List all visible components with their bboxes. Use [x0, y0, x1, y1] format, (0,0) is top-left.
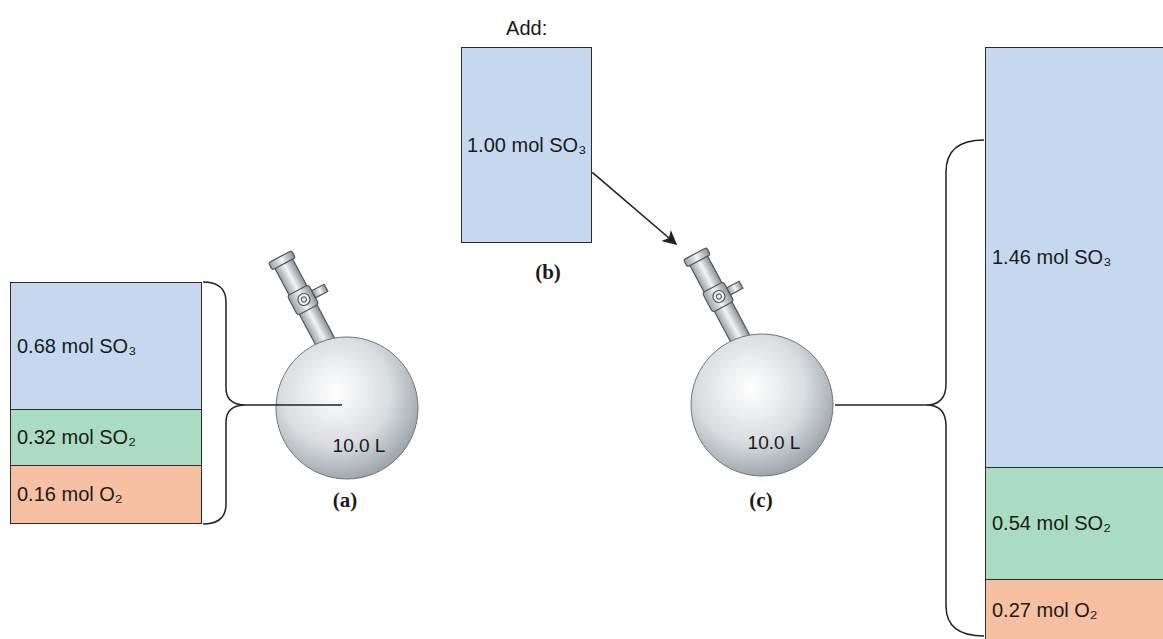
amount-text: 1.00 mol SO₃ [467, 134, 586, 157]
amount-text: 0.54 mol SO₂ [992, 512, 1111, 535]
amount-text: 1.46 mol SO₃ [992, 246, 1111, 269]
right-bracket [926, 140, 984, 636]
reaction-flask: 10.0 L [262, 222, 420, 480]
volume-text: 10.0 L [333, 435, 386, 457]
box-heading: Add: [462, 17, 591, 40]
right-leader-line [835, 404, 926, 406]
panel-label: (b) [535, 260, 561, 285]
amount-text: 0.16 mol O₂ [17, 483, 123, 506]
amount-box: 1.46 mol SO₃ [985, 47, 1163, 468]
amount-box: 0.68 mol SO₃ [10, 282, 202, 410]
left-bracket [203, 282, 246, 524]
amount-box: 0.27 mol O₂ [985, 579, 1163, 639]
amount-box: 0.32 mol SO₂ [10, 409, 202, 466]
amount-box: 0.16 mol O₂ [10, 465, 202, 524]
volume-text: 10.0 L [748, 432, 801, 454]
amount-text: 0.32 mol SO₂ [17, 426, 136, 449]
amount-text: 0.27 mol O₂ [992, 599, 1098, 622]
panel-label: (c) [749, 488, 772, 513]
amount-box: 0.54 mol SO₂ [985, 467, 1163, 580]
reaction-flask: 10.0 L [676, 220, 834, 478]
amount-text: 0.68 mol SO₃ [17, 335, 136, 358]
amount-box: Add:1.00 mol SO₃ [461, 47, 592, 243]
add-arrow [592, 172, 676, 244]
panel-label: (a) [333, 488, 358, 513]
